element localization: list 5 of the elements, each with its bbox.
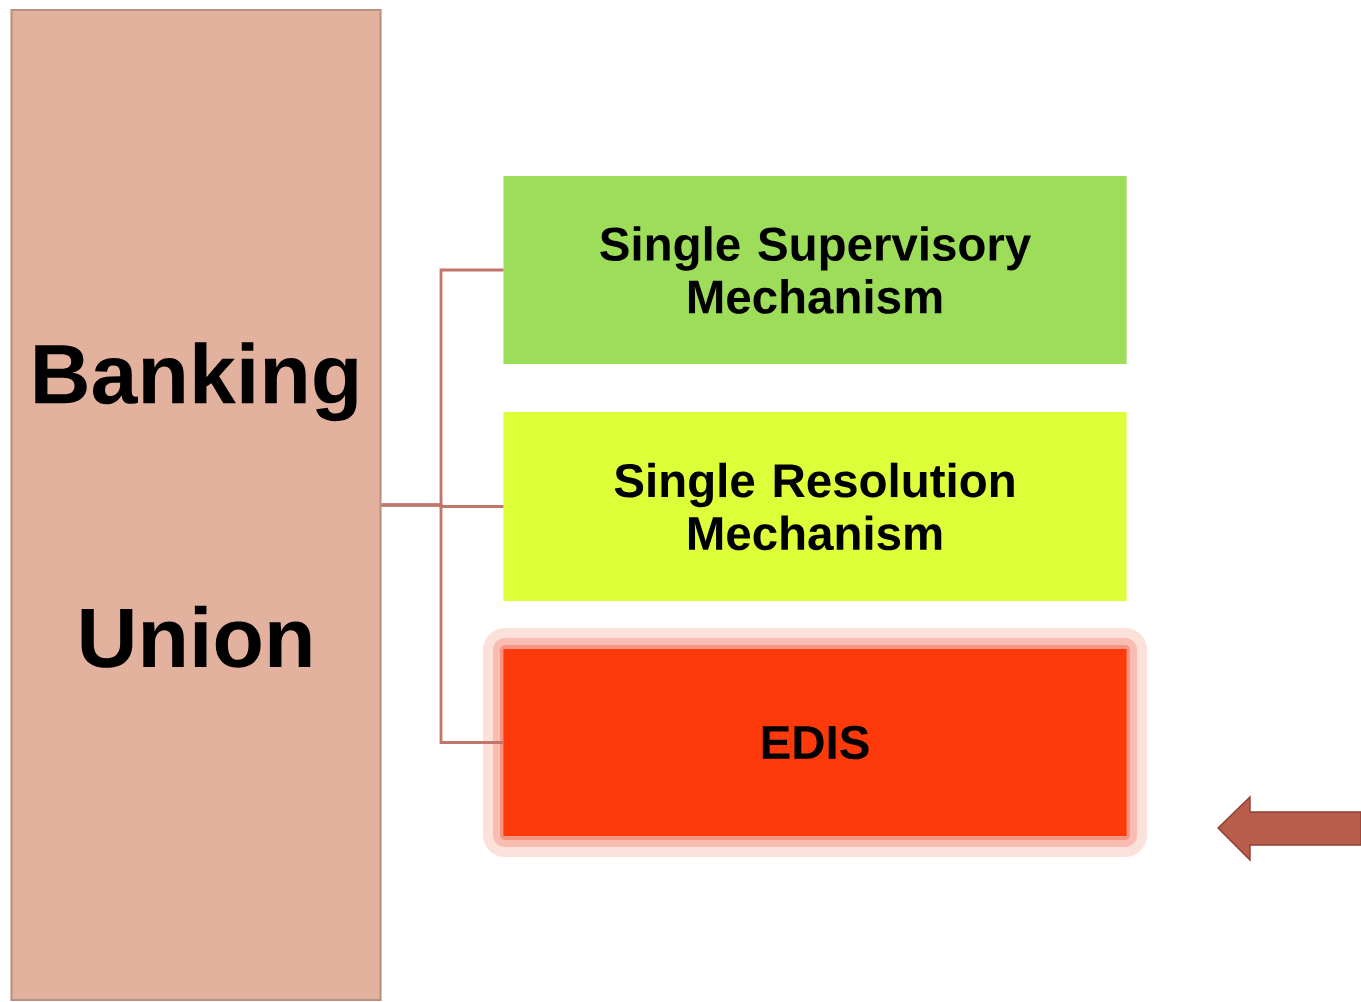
column-box: Banking Union xyxy=(10,8,382,1002)
process-box: EDIS xyxy=(483,628,1147,857)
connector-line xyxy=(381,503,504,744)
process-box: Single Resolution Mechanism xyxy=(503,411,1127,602)
process-box: Single Supervisory Mechanism xyxy=(503,175,1127,365)
